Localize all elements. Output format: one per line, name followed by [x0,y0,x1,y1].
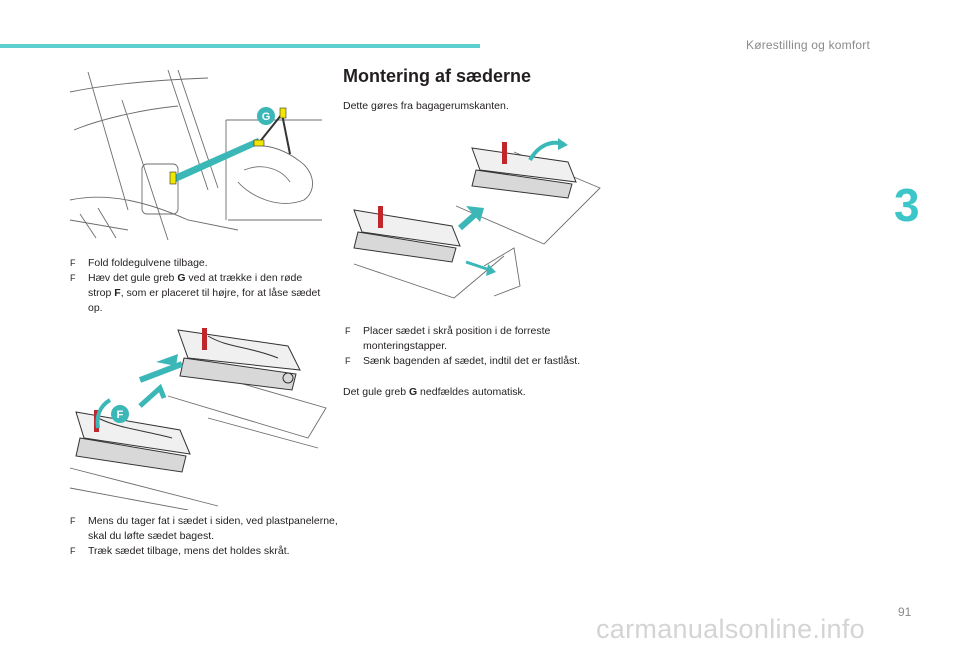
left-steps-2: F Mens du tager fat i sædet i siden, ved… [68,514,338,559]
section-title: Kørestilling og komfort [746,38,870,52]
svg-text:F: F [117,409,124,421]
step-item: F Hæv det gule greb G ved at trække i de… [70,272,321,314]
step-marker: F [70,258,76,268]
left-steps-1: F Fold foldegulvene tilbage. F Hæv det g… [68,256,328,316]
label-g-badge [257,107,275,125]
chapter-number: 3 [894,179,920,231]
footer-watermark: carmanualsonline.info [596,614,865,644]
step-marker: F [70,546,76,556]
step-marker: F [345,326,351,336]
step-marker: F [70,516,76,526]
step-item: F Sænk bagenden af sædet, indtil det er … [345,355,581,367]
step-item: F Placer sædet i skrå position i de forr… [345,325,551,352]
right-steps: F Placer sædet i skrå position i de forr… [343,324,613,369]
auto-fold-note: Det gule greb G nedfældes automatisk. [343,386,526,398]
intro-text: Dette gøres fra bagagerumskanten. [343,100,509,112]
step-item: F Træk sædet tilbage, mens det holdes sk… [70,545,290,557]
step-marker: F [70,273,76,283]
illustration-install-seat [353,138,601,299]
step-marker: F [345,356,351,366]
header-accent-bar [0,44,480,48]
section-heading: Montering af sæderne [343,66,532,86]
step-item: F Mens du tager fat i sædet i siden, ved… [70,515,338,542]
page-number: 91 [898,605,912,619]
step-item: F Fold foldegulvene tilbage. [70,257,208,269]
label-f-badge [111,405,129,423]
illustration-remove-seat: F [69,328,327,510]
svg-text:G: G [262,111,271,123]
illustration-handle-g: G [69,70,322,241]
